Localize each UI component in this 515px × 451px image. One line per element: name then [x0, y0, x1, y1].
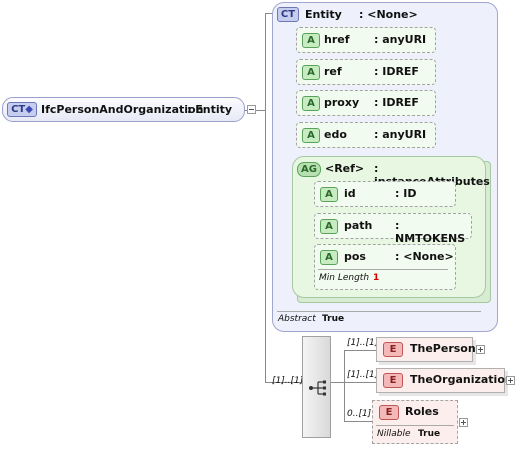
attribute-type: : ID — [395, 187, 417, 200]
sequence-icon — [309, 380, 326, 396]
connector-trunk — [265, 13, 266, 382]
element-name: TheOrganization — [410, 373, 513, 386]
attribute-icon: A — [302, 33, 320, 48]
attribute-edo[interactable]: A edo : anyURI — [296, 122, 436, 148]
element-theorganization[interactable]: E TheOrganization — [376, 368, 513, 393]
roles-divider — [376, 425, 454, 426]
attribute-href[interactable]: A href : anyURI — [296, 27, 436, 53]
abstract-label: Abstract — [278, 314, 316, 324]
element-name: ThePerson — [410, 342, 476, 355]
attribute-icon: A — [302, 96, 320, 111]
attribute-icon: A — [320, 187, 338, 202]
connector-seq-out — [331, 382, 344, 383]
sequence-multiplicity: [1]..[1] — [272, 376, 304, 386]
attribute-proxy[interactable]: A proxy : IDREF — [296, 90, 436, 116]
attribute-name: href — [324, 33, 350, 46]
element-multiplicity: [1]..[1] — [347, 370, 379, 380]
element-multiplicity: 0..[1] — [347, 409, 372, 419]
collapse-root-icon[interactable] — [247, 105, 256, 114]
facet-value: True — [418, 429, 441, 439]
facet-value: 1 — [373, 273, 380, 283]
attribute-path[interactable]: A path : NMTOKENS — [314, 213, 472, 245]
element-name: Roles — [405, 405, 439, 418]
attribute-icon: A — [302, 128, 320, 143]
attribute-type: : IDREF — [374, 65, 419, 78]
complex-type-icon: CT — [277, 7, 299, 22]
attribute-icon: A — [320, 250, 338, 265]
complex-type-icon: CT◆ — [7, 102, 37, 117]
attribute-name: ref — [324, 65, 342, 78]
group-name: <Ref> — [325, 162, 365, 175]
attribute-group-icon: AG — [297, 162, 321, 177]
root-complex-type[interactable]: CT◆ IfcPersonAndOrganization : Entity — [2, 97, 245, 122]
element-icon: E — [383, 373, 403, 388]
root-type: : Entity — [187, 103, 233, 116]
attribute-name: path — [344, 219, 373, 232]
abstract-value: True — [322, 314, 345, 324]
expand-roles-icon[interactable] — [459, 418, 468, 427]
expand-theperson-icon[interactable] — [476, 345, 485, 354]
element-roles[interactable]: E Roles Nillable True — [372, 400, 458, 444]
connector-to-entity — [265, 13, 273, 14]
attribute-id[interactable]: A id : ID — [314, 181, 456, 207]
attribute-type: : <None> — [395, 250, 454, 263]
attribute-name: proxy — [324, 96, 360, 109]
attribute-ref[interactable]: A ref : IDREF — [296, 59, 436, 85]
element-multiplicity: [1]..[1] — [347, 338, 379, 348]
entity-divider — [277, 311, 481, 312]
connector-theorganization — [344, 382, 376, 383]
connector-theperson — [344, 350, 376, 351]
attribute-icon: A — [302, 65, 320, 80]
element-theperson[interactable]: E ThePerson — [376, 337, 476, 362]
attribute-pos[interactable]: A pos : <None> Min Length 1 — [314, 244, 456, 290]
attribute-name: pos — [344, 250, 366, 263]
element-icon: E — [379, 405, 399, 420]
attribute-type: : anyURI — [374, 33, 427, 46]
root-name: IfcPersonAndOrganization — [41, 103, 204, 116]
facet-label: Min Length — [319, 273, 370, 283]
attribute-type: : anyURI — [374, 128, 427, 141]
entity-type: : <None> — [359, 8, 418, 21]
attribute-icon: A — [320, 219, 338, 234]
attribute-name: edo — [324, 128, 347, 141]
connector-roles — [344, 421, 372, 422]
element-icon: E — [383, 342, 403, 357]
expand-theorganization-icon[interactable] — [506, 376, 515, 385]
pos-divider — [318, 269, 448, 270]
connector-seq-children — [344, 350, 345, 421]
entity-name: Entity — [305, 8, 342, 21]
connector-to-sequence — [265, 382, 302, 383]
attribute-type: : IDREF — [374, 96, 419, 109]
facet-label: Nillable — [377, 429, 411, 439]
attribute-type: : NMTOKENS — [395, 219, 466, 245]
attribute-name: id — [344, 187, 356, 200]
sequence-compositor[interactable] — [302, 336, 331, 438]
